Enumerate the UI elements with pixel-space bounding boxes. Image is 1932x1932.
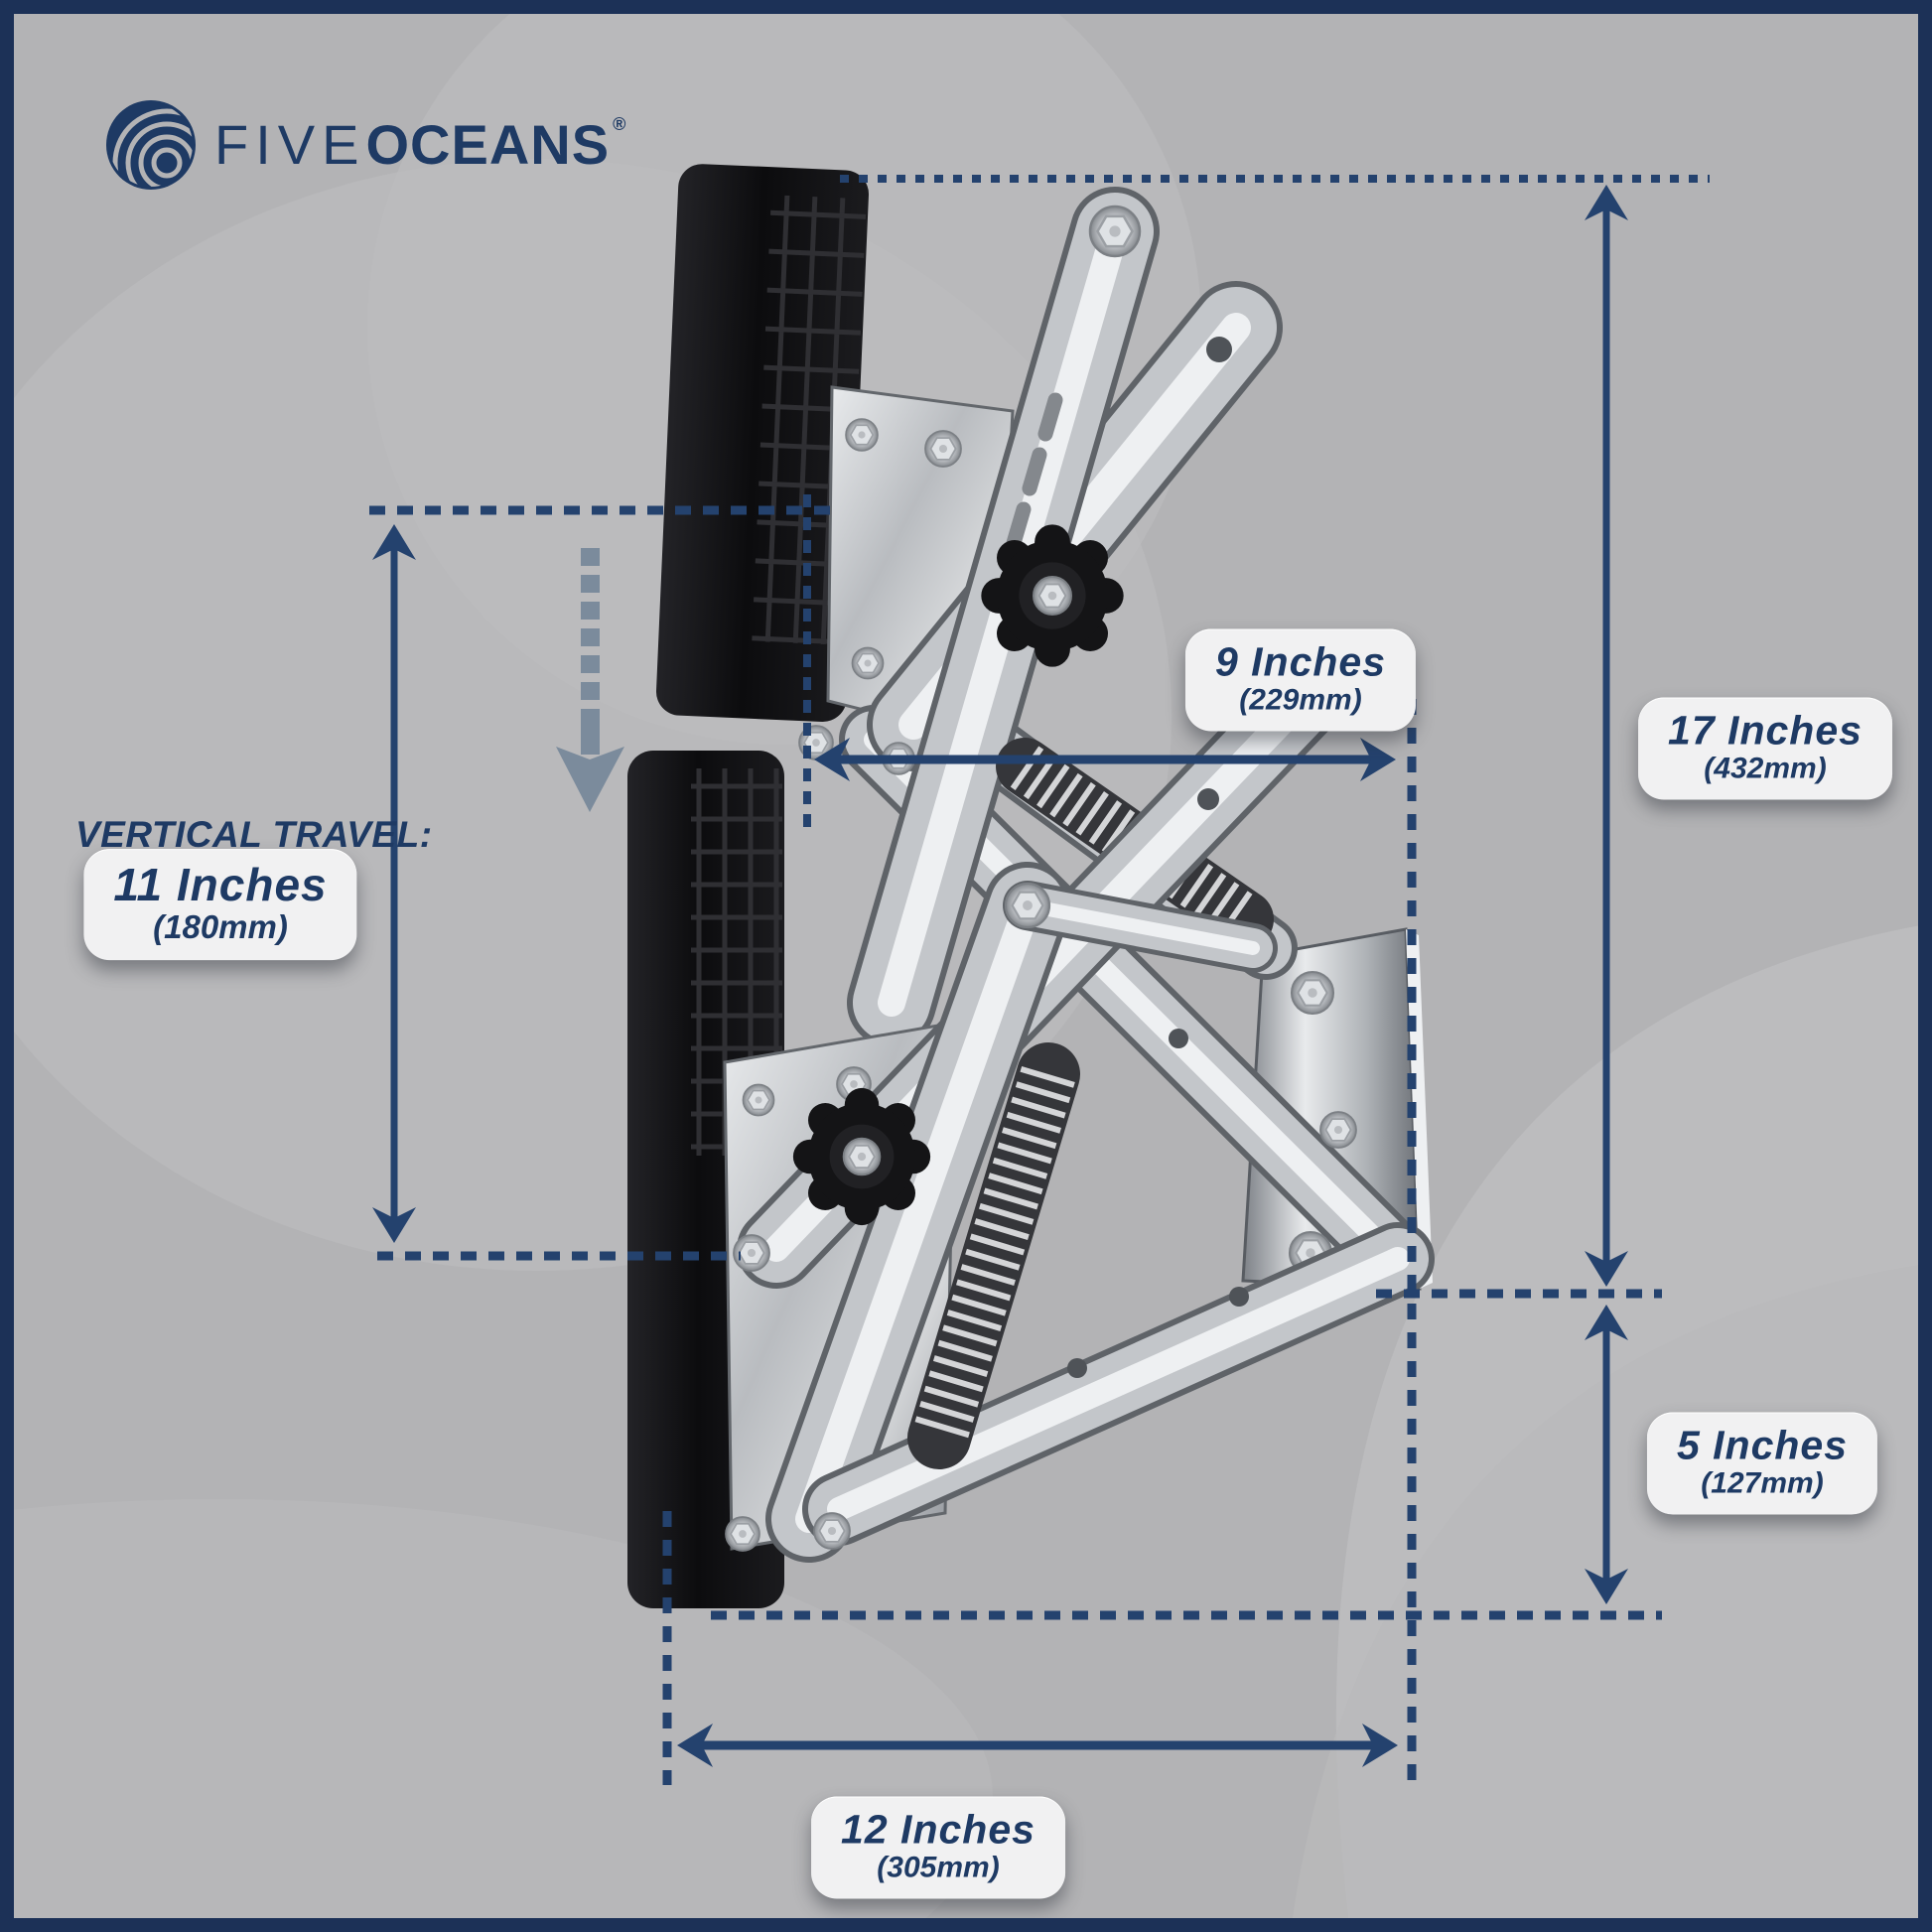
vertical-travel-metric: (180mm) [153, 907, 288, 945]
bolt [742, 1083, 775, 1117]
lower-depth-label: 12 Inches (305mm) [811, 1796, 1065, 1899]
lower-height-value: 5 Inches [1676, 1422, 1849, 1468]
plate-bolt [1319, 1111, 1357, 1149]
product-photo [627, 164, 1435, 1608]
registered-trademark: ® [613, 114, 626, 134]
upper-depth-metric: (229mm) [1239, 683, 1362, 717]
apex-bolt [1004, 882, 1051, 929]
dimension-arrow-up [1585, 1305, 1628, 1340]
dimension-arrow-left [677, 1724, 713, 1767]
upper-depth-label: 9 Inches (229mm) [1184, 628, 1417, 732]
vertical-travel-title: VERTICAL TRAVEL: [75, 814, 433, 855]
dimension-arrow-up [1585, 185, 1628, 220]
lower-depth-metric: (305mm) [877, 1851, 1000, 1884]
dimension-arrow-up [372, 524, 416, 560]
vertical-travel-value: 11 Inches [113, 859, 328, 911]
pivot-bolt-top [1088, 205, 1142, 258]
dimension-vertical-travel [369, 505, 832, 1261]
dimension-arrow-down [1585, 1569, 1628, 1604]
bolt [813, 1512, 851, 1550]
adjustment-knob-lower [793, 1088, 930, 1225]
upper-bracket-assembly [655, 164, 1425, 1288]
logo-word-oceans: OCEANS [365, 113, 611, 176]
overall-height-metric: (432mm) [1704, 752, 1827, 785]
dimension-9-inches [803, 494, 1396, 832]
lift-spring-lower [907, 1042, 1080, 1469]
pivot-arm-lower [765, 862, 1071, 1563]
dimension-arrow-right [1360, 738, 1396, 781]
dimension-arrow-right [1362, 1724, 1398, 1767]
logo-word-five: FIVE [214, 113, 366, 176]
clamp-pad-upper [655, 164, 870, 722]
dimension-12-inches [677, 1724, 1398, 1767]
lower-bracket-assembly [627, 647, 1435, 1608]
dimension-5-inches [1585, 1305, 1628, 1604]
overall-height-value: 17 Inches [1668, 707, 1863, 754]
dimension-17-inches [1585, 185, 1628, 1287]
lower-depth-value: 12 Inches [841, 1806, 1035, 1853]
bolt [924, 430, 962, 468]
wave-logo-icon [106, 100, 196, 190]
upper-depth-value: 9 Inches [1214, 638, 1387, 685]
travel-direction-arrow-down [556, 548, 624, 812]
bolt [851, 646, 885, 680]
dimension-arrow-down [372, 1207, 416, 1243]
dimension-arrow-left [814, 738, 850, 781]
plate-bolt [1290, 970, 1335, 1016]
adjustment-knob-upper [981, 524, 1123, 666]
dimension-annotations [369, 175, 1710, 1785]
dimension-arrow-down [1585, 1251, 1628, 1287]
vertical-travel-label: 11 Inches (180mm) [83, 849, 357, 960]
apex-link-arm [1003, 881, 1278, 973]
bolt [725, 1516, 760, 1552]
lower-height-label: 5 Inches (127mm) [1646, 1412, 1878, 1515]
lower-height-metric: (127mm) [1701, 1466, 1824, 1500]
overall-height-label: 17 Inches (432mm) [1638, 697, 1892, 800]
bolt [845, 418, 879, 452]
